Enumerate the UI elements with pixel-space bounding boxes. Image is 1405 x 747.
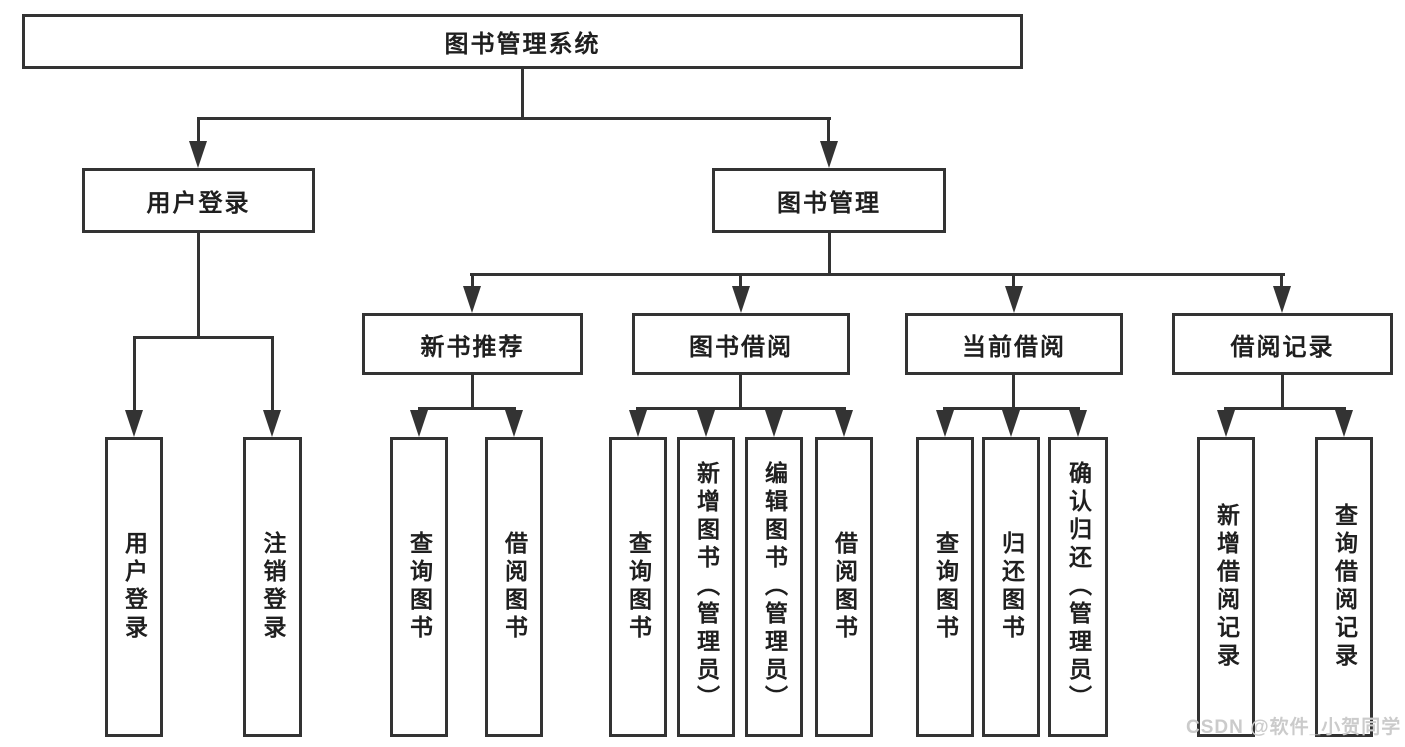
connector-line bbox=[943, 407, 1080, 410]
connector-line bbox=[471, 375, 474, 410]
connector-line bbox=[471, 276, 474, 290]
arrowhead-down-icon bbox=[1002, 410, 1020, 437]
connector-line bbox=[271, 336, 274, 414]
arrowhead-down-icon bbox=[1005, 286, 1023, 313]
arrowhead-down-icon bbox=[1217, 410, 1235, 437]
leaf-record-add-borrow-record: 新增借阅记录 bbox=[1197, 437, 1255, 737]
connector-line bbox=[827, 117, 830, 147]
connector-line bbox=[1012, 375, 1015, 410]
leaf-current-query-book: 查询图书 bbox=[916, 437, 974, 737]
arrowhead-down-icon bbox=[505, 410, 523, 437]
connector-line bbox=[133, 336, 274, 339]
connector-line bbox=[418, 407, 516, 410]
arrowhead-down-icon bbox=[463, 286, 481, 313]
leaf-newbook-query-book: 查询图书 bbox=[390, 437, 448, 737]
arrowhead-down-icon bbox=[410, 410, 428, 437]
leaf-borrow-borrow-book: 借阅图书 bbox=[815, 437, 873, 737]
leaf-borrow-edit-book-admin: 编辑图书（管理员） bbox=[745, 437, 803, 737]
leaf-current-return-book: 归还图书 bbox=[982, 437, 1040, 737]
arrowhead-down-icon bbox=[263, 410, 281, 437]
connector-line bbox=[197, 117, 200, 147]
connector-line bbox=[1281, 375, 1284, 410]
node-borrow-record: 借阅记录 bbox=[1172, 313, 1393, 375]
arrowhead-down-icon bbox=[936, 410, 954, 437]
node-book-management: 图书管理 bbox=[712, 168, 946, 233]
connector-line bbox=[470, 273, 1285, 276]
leaf-borrow-add-book-admin: 新增图书（管理员） bbox=[677, 437, 735, 737]
arrowhead-down-icon bbox=[1335, 410, 1353, 437]
leaf-current-confirm-return-admin: 确认归还（管理员） bbox=[1048, 437, 1108, 737]
arrowhead-down-icon bbox=[189, 141, 207, 168]
connector-line bbox=[739, 276, 742, 290]
node-current-borrow: 当前借阅 bbox=[905, 313, 1123, 375]
arrowhead-down-icon bbox=[1273, 286, 1291, 313]
connector-line bbox=[197, 233, 200, 339]
connector-line bbox=[1012, 276, 1015, 290]
leaf-borrow-query-book: 查询图书 bbox=[609, 437, 667, 737]
arrowhead-down-icon bbox=[697, 410, 715, 437]
arrowhead-down-icon bbox=[125, 410, 143, 437]
node-user-login: 用户登录 bbox=[82, 168, 315, 233]
connector-line bbox=[1280, 276, 1283, 290]
connector-line bbox=[1224, 407, 1346, 410]
leaf-user-login: 用户登录 bbox=[105, 437, 163, 737]
leaf-record-query-borrow-record: 查询借阅记录 bbox=[1315, 437, 1373, 737]
node-book-borrow: 图书借阅 bbox=[632, 313, 850, 375]
leaf-newbook-borrow-book: 借阅图书 bbox=[485, 437, 543, 737]
connector-line bbox=[197, 117, 831, 120]
connector-line bbox=[636, 407, 846, 410]
leaf-logout: 注销登录 bbox=[243, 437, 302, 737]
arrowhead-down-icon bbox=[820, 141, 838, 168]
arrowhead-down-icon bbox=[1069, 410, 1087, 437]
node-new-book-recommend: 新书推荐 bbox=[362, 313, 583, 375]
connector-line bbox=[133, 336, 136, 414]
csdn-watermark: CSDN @软件_小贺同学 bbox=[1186, 717, 1402, 738]
arrowhead-down-icon bbox=[835, 410, 853, 437]
arrowhead-down-icon bbox=[732, 286, 750, 313]
connector-line bbox=[521, 69, 524, 119]
arrowhead-down-icon bbox=[629, 410, 647, 437]
arrowhead-down-icon bbox=[765, 410, 783, 437]
connector-line bbox=[739, 375, 742, 410]
node-root: 图书管理系统 bbox=[22, 14, 1023, 69]
connector-line bbox=[828, 233, 831, 276]
